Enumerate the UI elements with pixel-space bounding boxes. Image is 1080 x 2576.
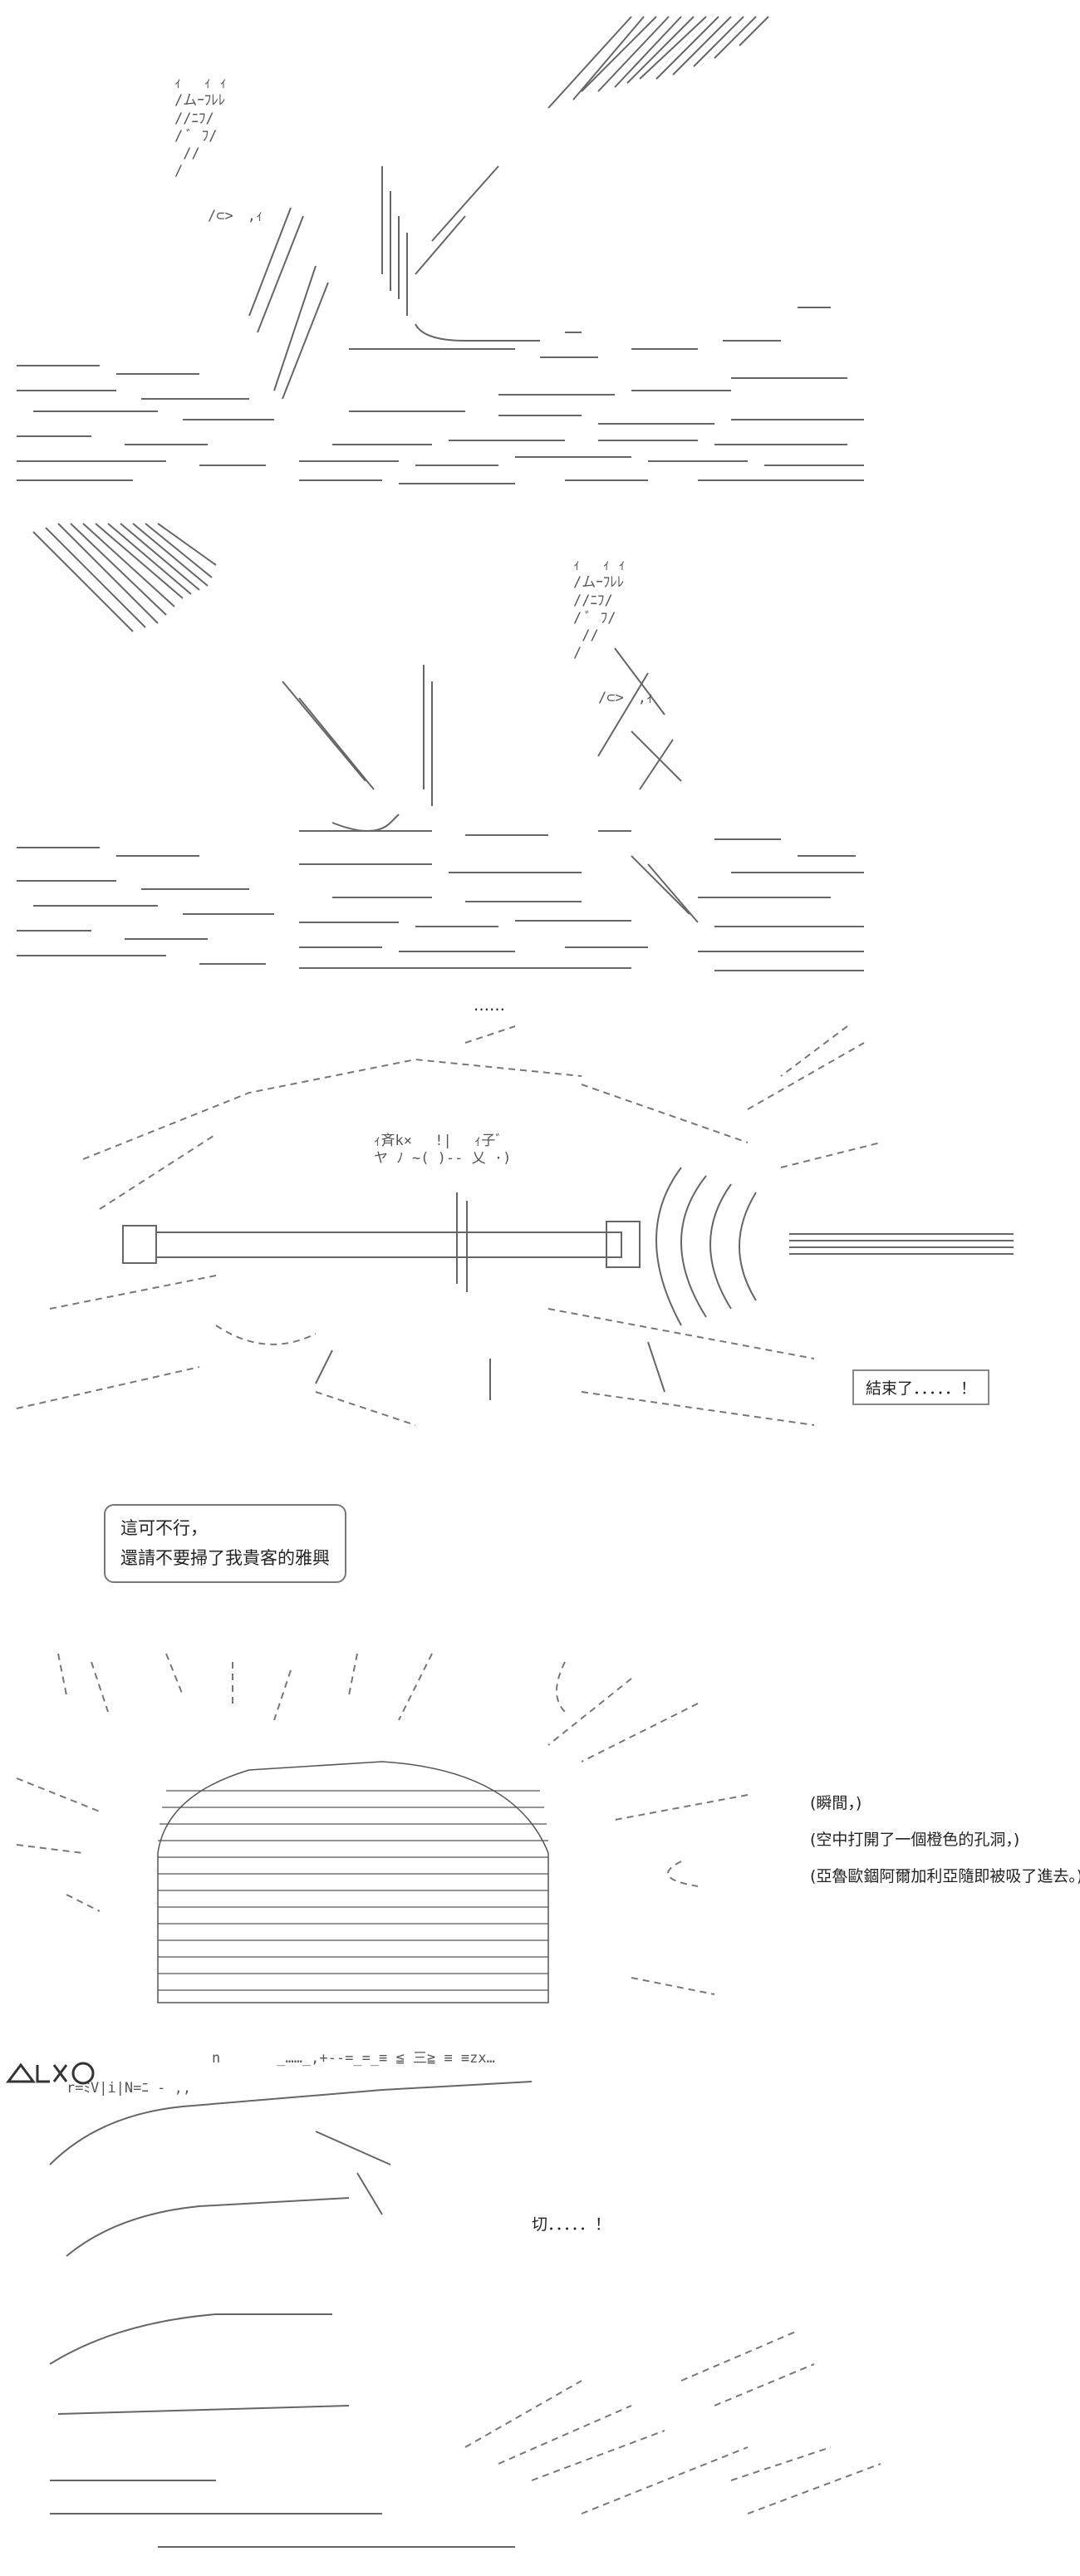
panel-3-lines [16,1025,1014,1426]
panel-1-character-art: ｨ ｨ ｨ /ムｰﾌﾚﾚ //ﾆﾌ/ / ﾞ ﾌ/ // / [174,75,227,180]
narration-3: (亞魯歐錮阿爾加利亞隨即被吸了進去。) [810,1867,1080,1885]
panel-5-side-art: r=ﾐV|i|N=ﾆ ‐ ,, [66,2080,192,2097]
speech-bubble-line-2: 還請不要掃了我貴客的雅興 [120,1547,330,1568]
panel-1-lines [17,16,864,484]
narration-2: (空中打開了一個橙色的孔洞，) [810,1831,1020,1849]
speech-bubble-line-1: 這可不行， [120,1518,208,1538]
panel-3-face-art: ｨ斉k× !| ｨ子ﾞ ヤ ﾉ ~( )-‐ 乂 ·) [374,1133,512,1168]
panel-3: ｨ斉k× !| ｨ子ﾞ ヤ ﾉ ~( )-‐ 乂 ·) 結束了．．．．．！ [0,1010,1080,1475]
panel-1: ｨ ｨ ｨ /ムｰﾌﾚﾚ //ﾆﾌ/ / ﾞ ﾌ/ // / /⊂> ,ｨ [0,0,1080,499]
ellipsis-text: …… [474,996,505,1015]
speech-bubble-host: 這可不行， 還請不要掃了我貴客的雅興 [104,1504,346,1584]
panel-4-lines [16,1653,749,2003]
panel-2-character-art-2: /⊂> ,ｨ [598,690,654,706]
panel-2-character-art: ｨ ｨ ｨ /ムｰﾌﾚﾚ //ﾆﾌ/ / ﾞ ﾌ/ // / [573,557,626,662]
narration-1: (瞬間，) [810,1794,862,1812]
site-logo-icon [6,2062,95,2085]
panel-1-character-art-2: /⊂> ,ｨ [208,208,263,224]
panel-2: ｨ ｨ ｨ /ムｰﾌﾚﾚ //ﾆﾌ/ / ﾞ ﾌ/ // / /⊂> ,ｨ [0,515,1080,981]
panel-4: (瞬間，) (空中打開了一個橙色的孔洞，) (亞魯歐錮阿爾加利亞隨即被吸了進去。… [0,1645,1080,2036]
panel-2-lines [17,523,864,971]
exclamation-tsk: 切．．．．．！ [532,2215,611,2234]
panel-5-lines [49,2081,881,2548]
dialogue-box-finished: 結束了．．．．．！ [852,1369,990,1405]
panel-5-top-art: n _……_,+‐‐=_=_≡ ≦ 三≧ ≡ ≡zx… [212,2050,495,2067]
panel-5: n _……_,+‐‐=_=_≡ ≦ 三≧ ≡ ≡zx… r=ﾐV|i|N=ﾆ ‐… [0,2048,1080,2576]
